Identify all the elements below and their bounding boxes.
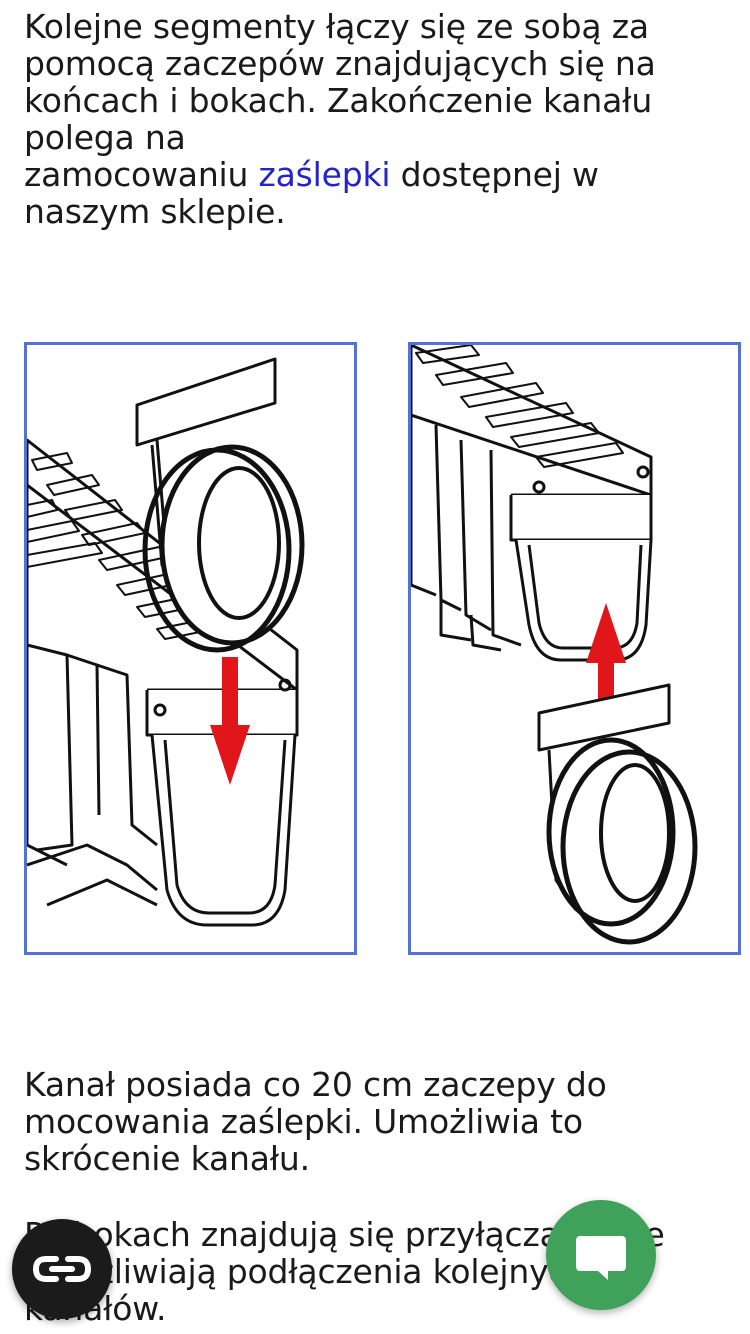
intro-line: naszym sklepie. (24, 192, 286, 231)
chat-button[interactable] (546, 1200, 656, 1310)
intro-text: zamocowaniu (24, 155, 259, 194)
intro-line: zamocowaniu zaślepki dostępnej w (24, 156, 714, 193)
intro-line: pomocą zaczepów znajdujących się na (24, 44, 656, 83)
infinity-link-icon (32, 1256, 92, 1282)
mounting-paragraph: Kanał posiada co 20 cm zaczepy do mocowa… (24, 1066, 714, 1177)
paragraph-line: mocowania zaślepki. Umożliwia to (24, 1102, 583, 1141)
figure-end-cap-attach (24, 342, 357, 955)
intro-line: Kolejne segmenty łączy się ze sobą za (24, 7, 649, 46)
chat-bubble-icon (576, 1236, 626, 1280)
zaslepki-link[interactable]: zaślepki (258, 155, 391, 194)
intro-text: dostępnej w (390, 155, 599, 194)
channel-end-cap-illustration-2 (411, 345, 698, 945)
paragraph-line: skrócenie kanału. (24, 1139, 310, 1178)
intro-line: polega na (24, 118, 186, 157)
arrow-down-icon (210, 657, 250, 785)
intro-paragraph: Kolejne segmenty łączy się ze sobą za po… (24, 8, 714, 230)
accessibility-link-button[interactable] (12, 1219, 112, 1319)
paragraph-line: Kanał posiada co 20 cm zaczepy do (24, 1065, 607, 1104)
intro-line: końcach i bokach. Zakończenie kanału (24, 81, 653, 120)
figure-end-cap-attach-bottom (408, 342, 741, 955)
channel-end-cap-illustration (27, 357, 305, 927)
paragraph-line: umożliwiają podłączenia kolejnych (24, 1252, 588, 1291)
